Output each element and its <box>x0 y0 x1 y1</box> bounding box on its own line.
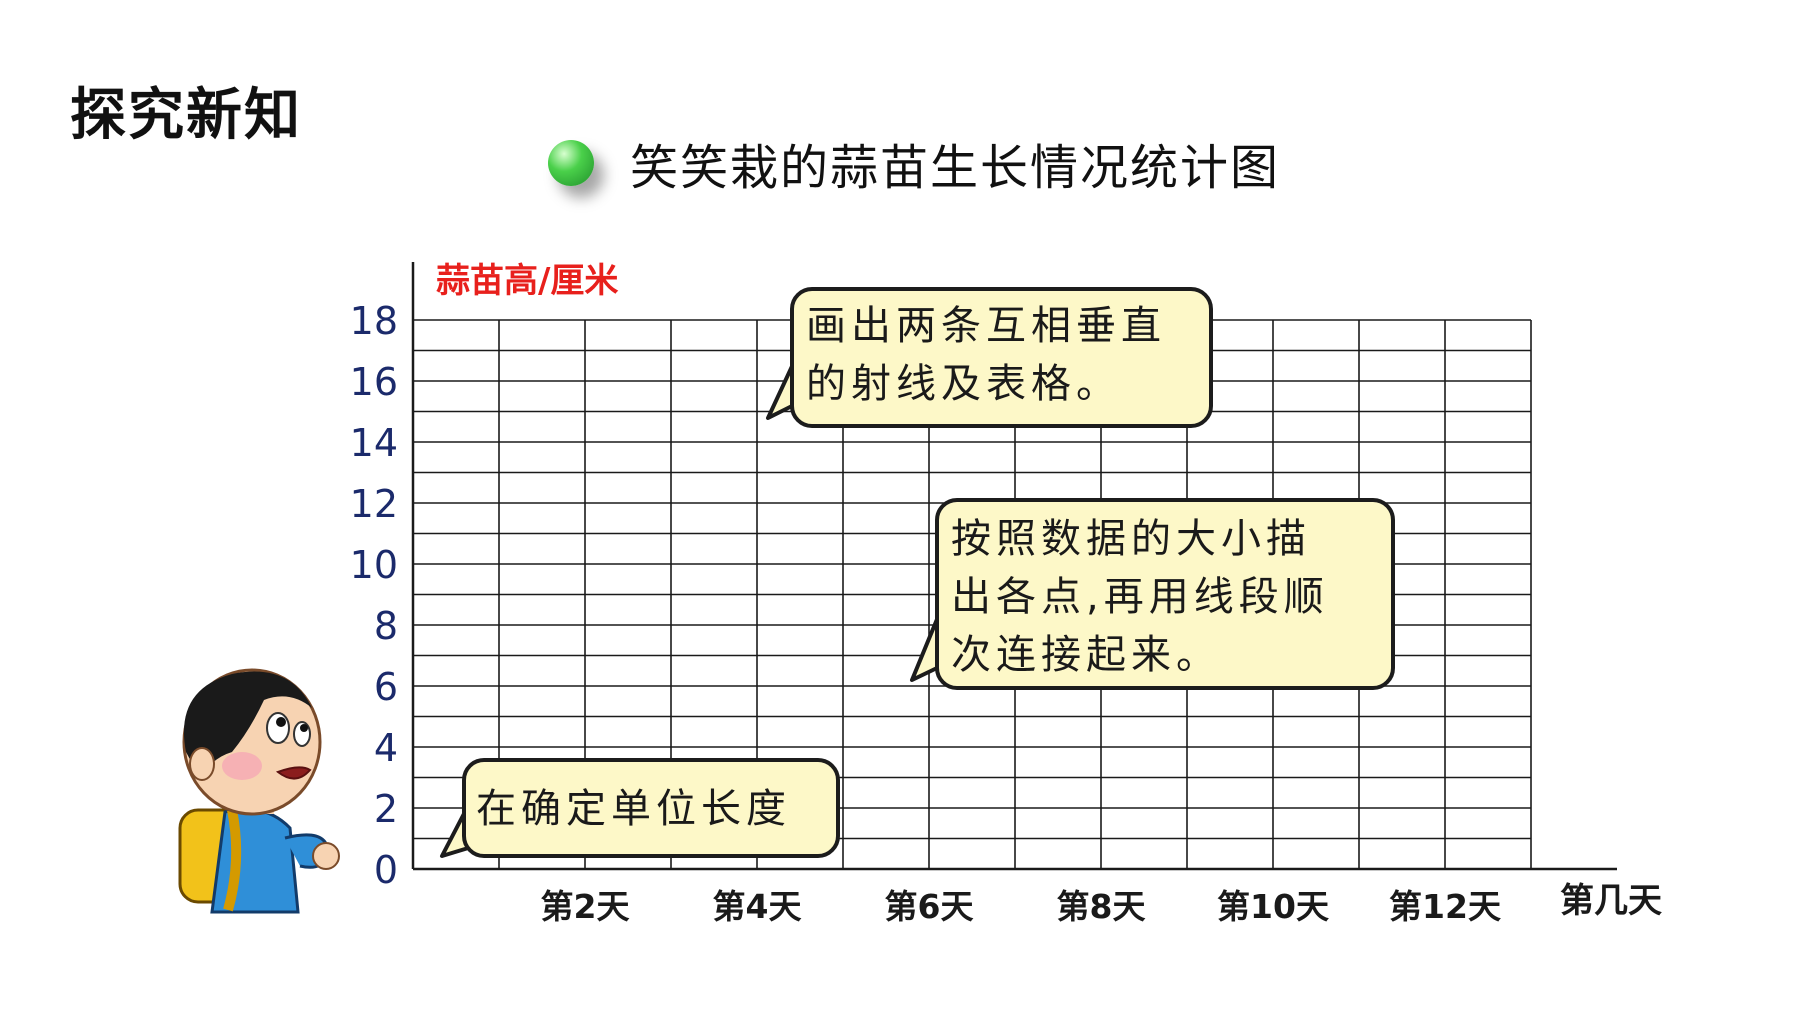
x-tick-label: 第8天 <box>1057 887 1146 926</box>
y-tick-label: 14 <box>350 421 398 465</box>
y-tick-label: 6 <box>374 665 398 709</box>
speech-bubble-unit-length: 在确定单位长度 <box>462 758 840 858</box>
y-tick-label: 12 <box>350 482 398 526</box>
speech-bubble-plot-points: 按照数据的大小描 出各点,再用线段顺 次连接起来。 <box>935 498 1395 690</box>
boy-character <box>178 668 340 914</box>
y-tick-label: 10 <box>350 543 398 587</box>
bubble-line: 按照数据的大小描 <box>951 516 1311 562</box>
y-tick-label: 0 <box>374 848 398 892</box>
chart-axes <box>411 262 1617 871</box>
bubble-line: 出各点,再用线段顺 <box>951 574 1329 620</box>
section-title: 探究新知 <box>70 83 302 148</box>
bubble-line: 在确定单位长度 <box>476 786 791 832</box>
chart-heading: 笑笑栽的蒜苗生长情况统计图 <box>548 128 1280 198</box>
green-dot-icon <box>548 140 594 186</box>
y-tick-label: 16 <box>350 360 398 404</box>
x-tick-label: 第6天 <box>885 887 974 926</box>
bubble-line: 次连接起来。 <box>951 632 1221 678</box>
chart-title: 笑笑栽的蒜苗生长情况统计图 <box>630 140 1281 196</box>
speech-bubble-draw-axes: 画出两条互相垂直 的射线及表格。 <box>790 287 1213 428</box>
bubble-line: 的射线及表格。 <box>806 361 1121 407</box>
y-axis-label: 蒜苗高/厘米 <box>436 261 618 301</box>
x-tick-label: 第10天 <box>1217 887 1329 926</box>
x-axis-label: 第几天 <box>1560 881 1662 921</box>
y-tick-label: 8 <box>374 604 398 648</box>
x-tick-label: 第12天 <box>1389 887 1501 926</box>
x-tick-label: 第4天 <box>713 887 802 926</box>
y-tick-label: 2 <box>374 787 398 831</box>
chart-labels: 0 2 4 6 8 10 12 14 16 18 第2天 第4天 第6天 第8天 第10天 第12天 蒜苗高/厘… <box>350 261 1662 926</box>
y-tick-label: 18 <box>350 299 398 343</box>
y-tick-label: 4 <box>374 726 398 770</box>
bubble-line: 画出两条互相垂直 <box>806 303 1166 349</box>
x-tick-label: 第2天 <box>541 887 630 926</box>
